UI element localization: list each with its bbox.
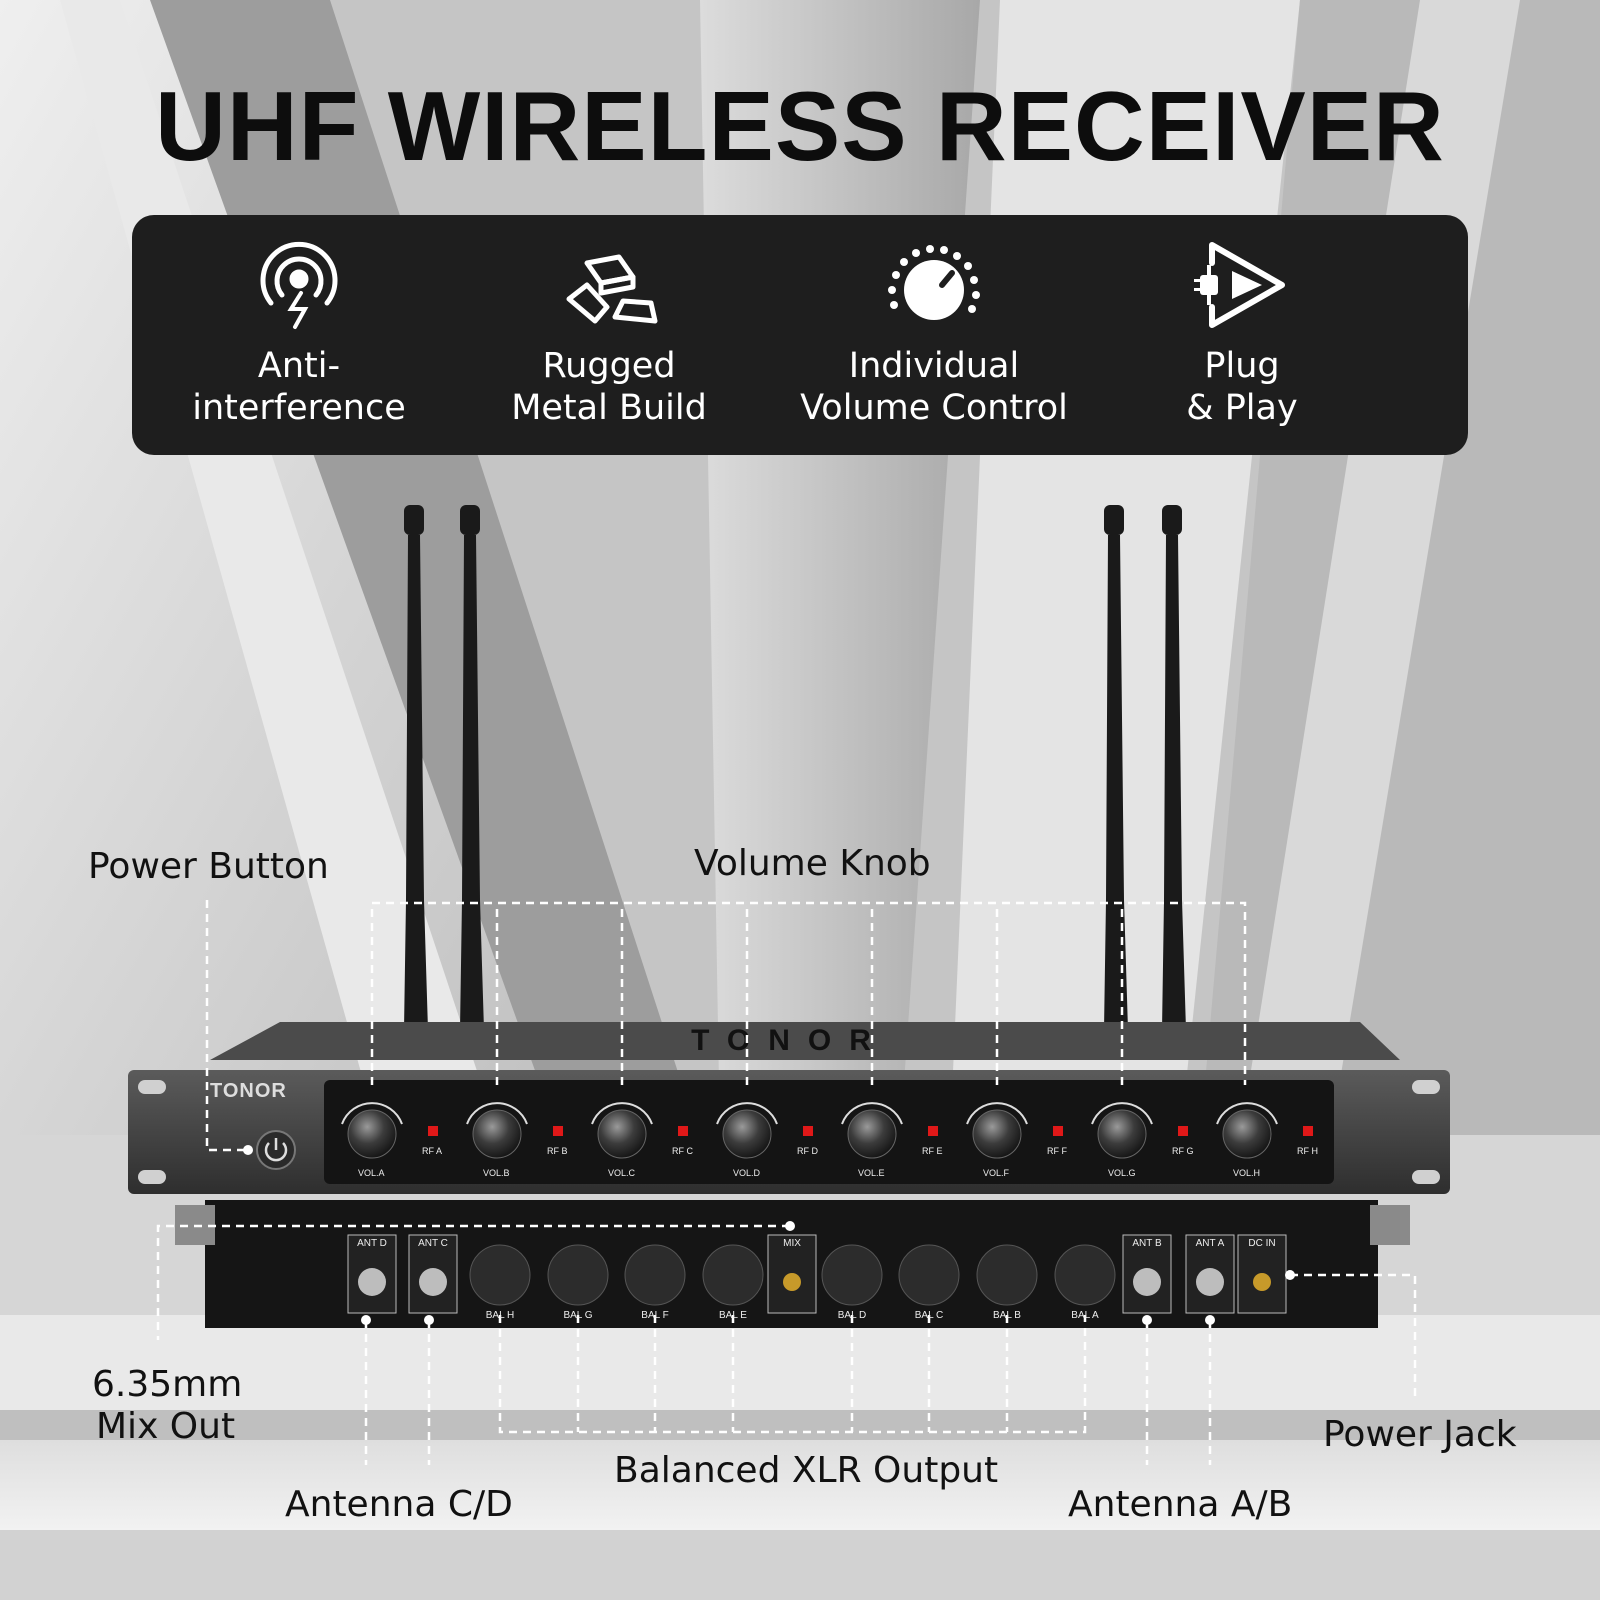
port-label: BAL A — [1071, 1310, 1099, 1321]
rf-label: RF H — [1297, 1146, 1318, 1156]
callout-xlr-output: Balanced XLR Output — [614, 1450, 999, 1491]
port-label: BAL E — [719, 1310, 747, 1321]
rf-label: RF F — [1047, 1146, 1067, 1156]
vol-label: VOL.B — [483, 1168, 510, 1178]
callout-mix-out-line2: Mix Out — [96, 1406, 236, 1447]
callout-volume-knob: Volume Knob — [694, 843, 931, 884]
port-label: ANT A — [1195, 1238, 1225, 1249]
port-label: DC IN — [1248, 1238, 1276, 1249]
vol-label: VOL.D — [733, 1168, 761, 1178]
port-label: BAL G — [563, 1310, 593, 1321]
front-brand: TONOR — [210, 1080, 287, 1102]
feature-label: Plug& Play — [1186, 346, 1298, 428]
rf-label: RF E — [922, 1146, 943, 1156]
port-label: ANT C — [418, 1238, 448, 1249]
plug-and-play-icon — [1194, 242, 1285, 328]
callout-antenna-ab: Antenna A/B — [1068, 1484, 1293, 1525]
volume-dial-icon — [888, 245, 980, 320]
port-label: ANT D — [357, 1238, 387, 1249]
page-title: UHF WIRELESS RECEIVER — [155, 71, 1445, 181]
callout-power-jack: Power Jack — [1323, 1414, 1517, 1455]
vol-label: VOL.C — [608, 1168, 636, 1178]
port-label: BAL C — [914, 1310, 944, 1321]
port-label: BAL F — [641, 1310, 669, 1321]
feature-plug-and-play: Plug& Play — [1092, 215, 1392, 455]
vol-label: VOL.A — [358, 1168, 385, 1178]
feature-anti-interference: Anti-interference — [149, 215, 449, 455]
vol-label: VOL.H — [1233, 1168, 1261, 1178]
rf-label: RF G — [1172, 1146, 1194, 1156]
rf-label: RF D — [797, 1146, 818, 1156]
anti-interference-icon — [260, 241, 338, 329]
vol-label: VOL.E — [858, 1168, 885, 1178]
port-label: BAL H — [485, 1310, 515, 1321]
rf-label: RF A — [422, 1146, 443, 1156]
port-label: BAL D — [837, 1310, 867, 1321]
rf-label: RF B — [547, 1146, 568, 1156]
callout-power-button: Power Button — [88, 846, 329, 887]
metal-ingots-icon — [566, 254, 658, 324]
callout-antenna-cd: Antenna C/D — [285, 1484, 513, 1525]
rf-label: RF C — [672, 1146, 693, 1156]
port-label: ANT B — [1132, 1238, 1162, 1249]
port-label: MIX — [783, 1238, 801, 1249]
feature-label: Anti-interference — [192, 346, 406, 428]
vol-label: VOL.F — [983, 1168, 1010, 1178]
callout-mix-out-line1: 6.35mm — [92, 1364, 243, 1405]
port-label: BAL B — [993, 1310, 1021, 1321]
vol-label: VOL.G — [1108, 1168, 1136, 1178]
